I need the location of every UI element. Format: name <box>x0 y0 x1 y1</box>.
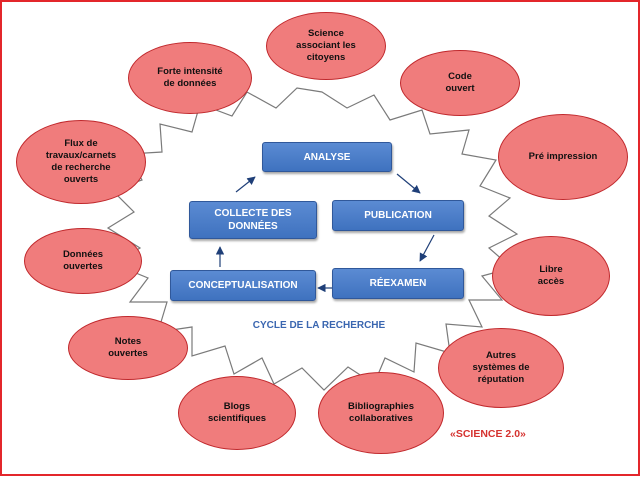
collecte-box: COLLECTE DES DONNÉES <box>189 201 317 239</box>
bubble-donnees-ouvertes: Données ouvertes <box>24 228 142 294</box>
cycle-title: CYCLE DE LA RECHERCHE <box>252 320 386 331</box>
bubble-blogs: Blogs scientifiques <box>178 376 296 450</box>
bubble-blogs-label: Blogs scientifiques <box>207 401 267 424</box>
bubble-code-ouvert-label: Code ouvert <box>445 71 475 94</box>
bubble-science-citoyens-label: Science associant les citoyens <box>296 28 356 63</box>
science-2-0-label: «SCIENCE 2.0» <box>450 428 526 440</box>
bubble-libre-acces-label: Libre accès <box>537 264 565 287</box>
arrow-analyse-to-publication <box>396 173 421 194</box>
bubble-notes-ouvertes-label: Notes ouvertes <box>108 336 148 359</box>
bubble-bibliographies-label: Bibliographies collaboratives <box>348 401 414 424</box>
analyse-box: ANALYSE <box>262 142 392 172</box>
reexamen-box: RÉEXAMEN <box>332 268 464 299</box>
bubble-forte-intensite-label: Forte intensité de données <box>157 66 223 89</box>
publication-box: PUBLICATION <box>332 200 464 231</box>
bubble-code-ouvert: Code ouvert <box>400 50 520 116</box>
arrow-publication-to-reexamen <box>419 234 435 262</box>
bubble-pre-impression: Pré impression <box>498 114 628 200</box>
bubble-reputation-label: Autres systèmes de réputation <box>472 350 530 385</box>
bubble-science-citoyens: Science associant les citoyens <box>266 12 386 80</box>
bubble-reputation: Autres systèmes de réputation <box>438 328 564 408</box>
bubble-libre-acces: Libre accès <box>492 236 610 316</box>
bubble-pre-impression-label: Pré impression <box>528 151 598 162</box>
bubble-flux-travaux: Flux de travaux/carnets de recherche ouv… <box>16 120 146 204</box>
arrow-collecte-to-analyse <box>235 176 256 193</box>
bubble-forte-intensite: Forte intensité de données <box>128 42 252 114</box>
bubble-flux-travaux-label: Flux de travaux/carnets de recherche ouv… <box>45 138 117 185</box>
bubble-notes-ouvertes: Notes ouvertes <box>68 316 188 380</box>
conceptualisation-box: CONCEPTUALISATION <box>170 270 316 301</box>
bubble-donnees-ouvertes-label: Données ouvertes <box>62 249 104 272</box>
bubble-bibliographies: Bibliographies collaboratives <box>318 372 444 454</box>
